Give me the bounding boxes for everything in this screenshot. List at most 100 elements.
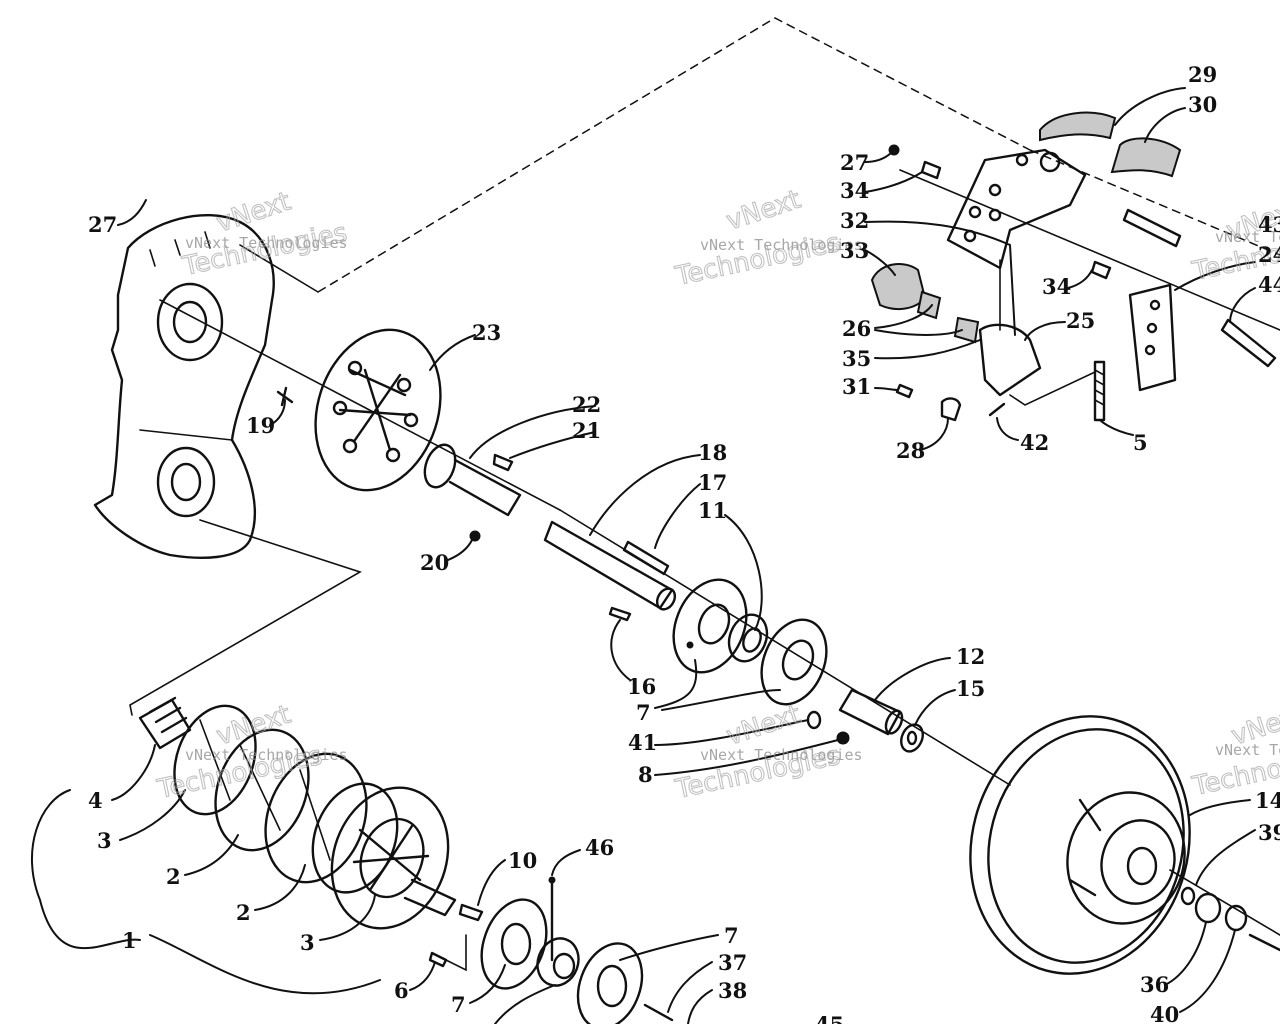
spacer-34b (1090, 260, 1112, 280)
screw-42 (988, 402, 1006, 417)
callout-37: 37 (718, 950, 747, 975)
watermark-brand: vNext (723, 700, 805, 752)
upper-bearing-bore (156, 282, 224, 362)
hub-shaft (276, 386, 522, 542)
callout-38: 38 (718, 978, 747, 1003)
bolt-16 (608, 606, 632, 622)
chaincase-housing (93, 214, 275, 559)
bolt-10 (458, 903, 484, 922)
callout-6: 6 (394, 978, 409, 1003)
callout-42: 42 (1020, 430, 1049, 455)
watermark-line: vNext Technologies (185, 234, 348, 252)
nut-8 (836, 731, 850, 745)
callout-18: 18 (698, 440, 727, 465)
washer-39 (1180, 886, 1196, 906)
callout-27: 27 (88, 212, 117, 237)
pin-17 (622, 540, 670, 576)
brake-assembly (870, 111, 1277, 422)
callout-39: 39 (1258, 820, 1280, 845)
callout-44: 44 (1258, 272, 1280, 297)
brake-pad-30 (1110, 137, 1182, 178)
watermark-word: Technologies (179, 218, 350, 282)
pin-31 (895, 383, 914, 399)
callout-2: 2 (236, 900, 251, 925)
callout-3: 3 (97, 828, 112, 853)
bearing-flange-group-upper (608, 578, 850, 745)
callout-24: 24 (1258, 242, 1280, 267)
callout-7: 7 (724, 923, 739, 948)
watermark-line: vNext Technologies (700, 746, 863, 764)
axis-lines (159, 169, 1280, 936)
lower-bearing-bore (156, 446, 216, 518)
sprocket-disc-23 (314, 328, 442, 492)
washer-36 (1194, 892, 1222, 924)
callout-10: 10 (508, 848, 537, 873)
callout-28: 28 (896, 438, 925, 463)
callout-43: 43 (1258, 212, 1280, 237)
callout-17: 17 (698, 470, 727, 495)
callout-14: 14 (1255, 788, 1280, 813)
watermark-line: vNext Technologies (1215, 228, 1280, 246)
callout-22: 22 (572, 392, 601, 417)
callout-27: 27 (840, 150, 869, 175)
spacer-12 (838, 688, 924, 753)
callout-3: 3 (300, 930, 315, 955)
washer-41 (806, 710, 822, 730)
callout-15: 15 (956, 676, 985, 701)
callout-labels: 27 19 23 22 21 20 18 17 11 16 7 41 8 12 … (88, 62, 1280, 1024)
piece-26b (953, 316, 980, 344)
callout-1: 1 (122, 928, 137, 953)
bolt-6 (428, 951, 448, 968)
brake-puck-33 (870, 263, 927, 311)
callout-34: 34 (840, 178, 869, 203)
spacer-tube-18 (543, 520, 677, 611)
callout-30: 30 (1188, 92, 1217, 117)
callout-40: 40 (1150, 1002, 1179, 1024)
callout-45: 45 (815, 1012, 844, 1024)
callout-8: 8 (638, 762, 653, 787)
callout-20: 20 (420, 550, 449, 575)
watermark-line: vNext Technologies (185, 746, 348, 764)
callout-7: 7 (451, 992, 466, 1017)
callout-36: 36 (1140, 972, 1169, 997)
callout-29: 29 (1188, 62, 1217, 87)
driven-clutch-14 (969, 715, 1280, 975)
callout-21: 21 (572, 418, 601, 443)
callout-41: 41 (628, 730, 657, 755)
drive-clutch-1 (138, 696, 457, 930)
callout-33: 33 (840, 238, 869, 263)
piece-26a (916, 290, 942, 320)
callout-11: 11 (698, 498, 727, 523)
washer-15 (900, 723, 924, 753)
callout-4: 4 (88, 788, 103, 813)
spacer-34 (920, 160, 942, 180)
callout-5: 5 (1133, 430, 1148, 455)
callout-16: 16 (627, 674, 656, 699)
callout-7: 7 (636, 700, 651, 725)
watermark-brand: vNext (213, 700, 295, 752)
callout-32: 32 (840, 208, 869, 233)
callout-12: 12 (956, 644, 985, 669)
bracket-24 (1128, 283, 1177, 392)
callout-25: 25 (1066, 308, 1095, 333)
watermark-line: vNext Technologies (700, 236, 863, 254)
bolt-43 (1122, 208, 1182, 248)
watermark-brand: vNext (723, 185, 805, 237)
callout-34: 34 (1042, 274, 1071, 299)
callout-46: 46 (585, 835, 614, 860)
brake-pad-29 (1039, 111, 1117, 142)
bearing-flange-group-lower (428, 876, 674, 1024)
watermark-line: vNext Technologies (1215, 741, 1280, 759)
nut-20 (469, 530, 481, 542)
leader-lines (31, 87, 1256, 1024)
nut-28 (940, 397, 962, 422)
callout-2: 2 (166, 864, 181, 889)
callout-31: 31 (842, 374, 871, 399)
callout-23: 23 (472, 320, 501, 345)
bracket-32 (946, 148, 1087, 270)
callout-26: 26 (842, 316, 871, 341)
callout-19: 19 (246, 413, 275, 438)
caliper-25 (978, 323, 1042, 397)
bolt-44 (1220, 318, 1277, 368)
